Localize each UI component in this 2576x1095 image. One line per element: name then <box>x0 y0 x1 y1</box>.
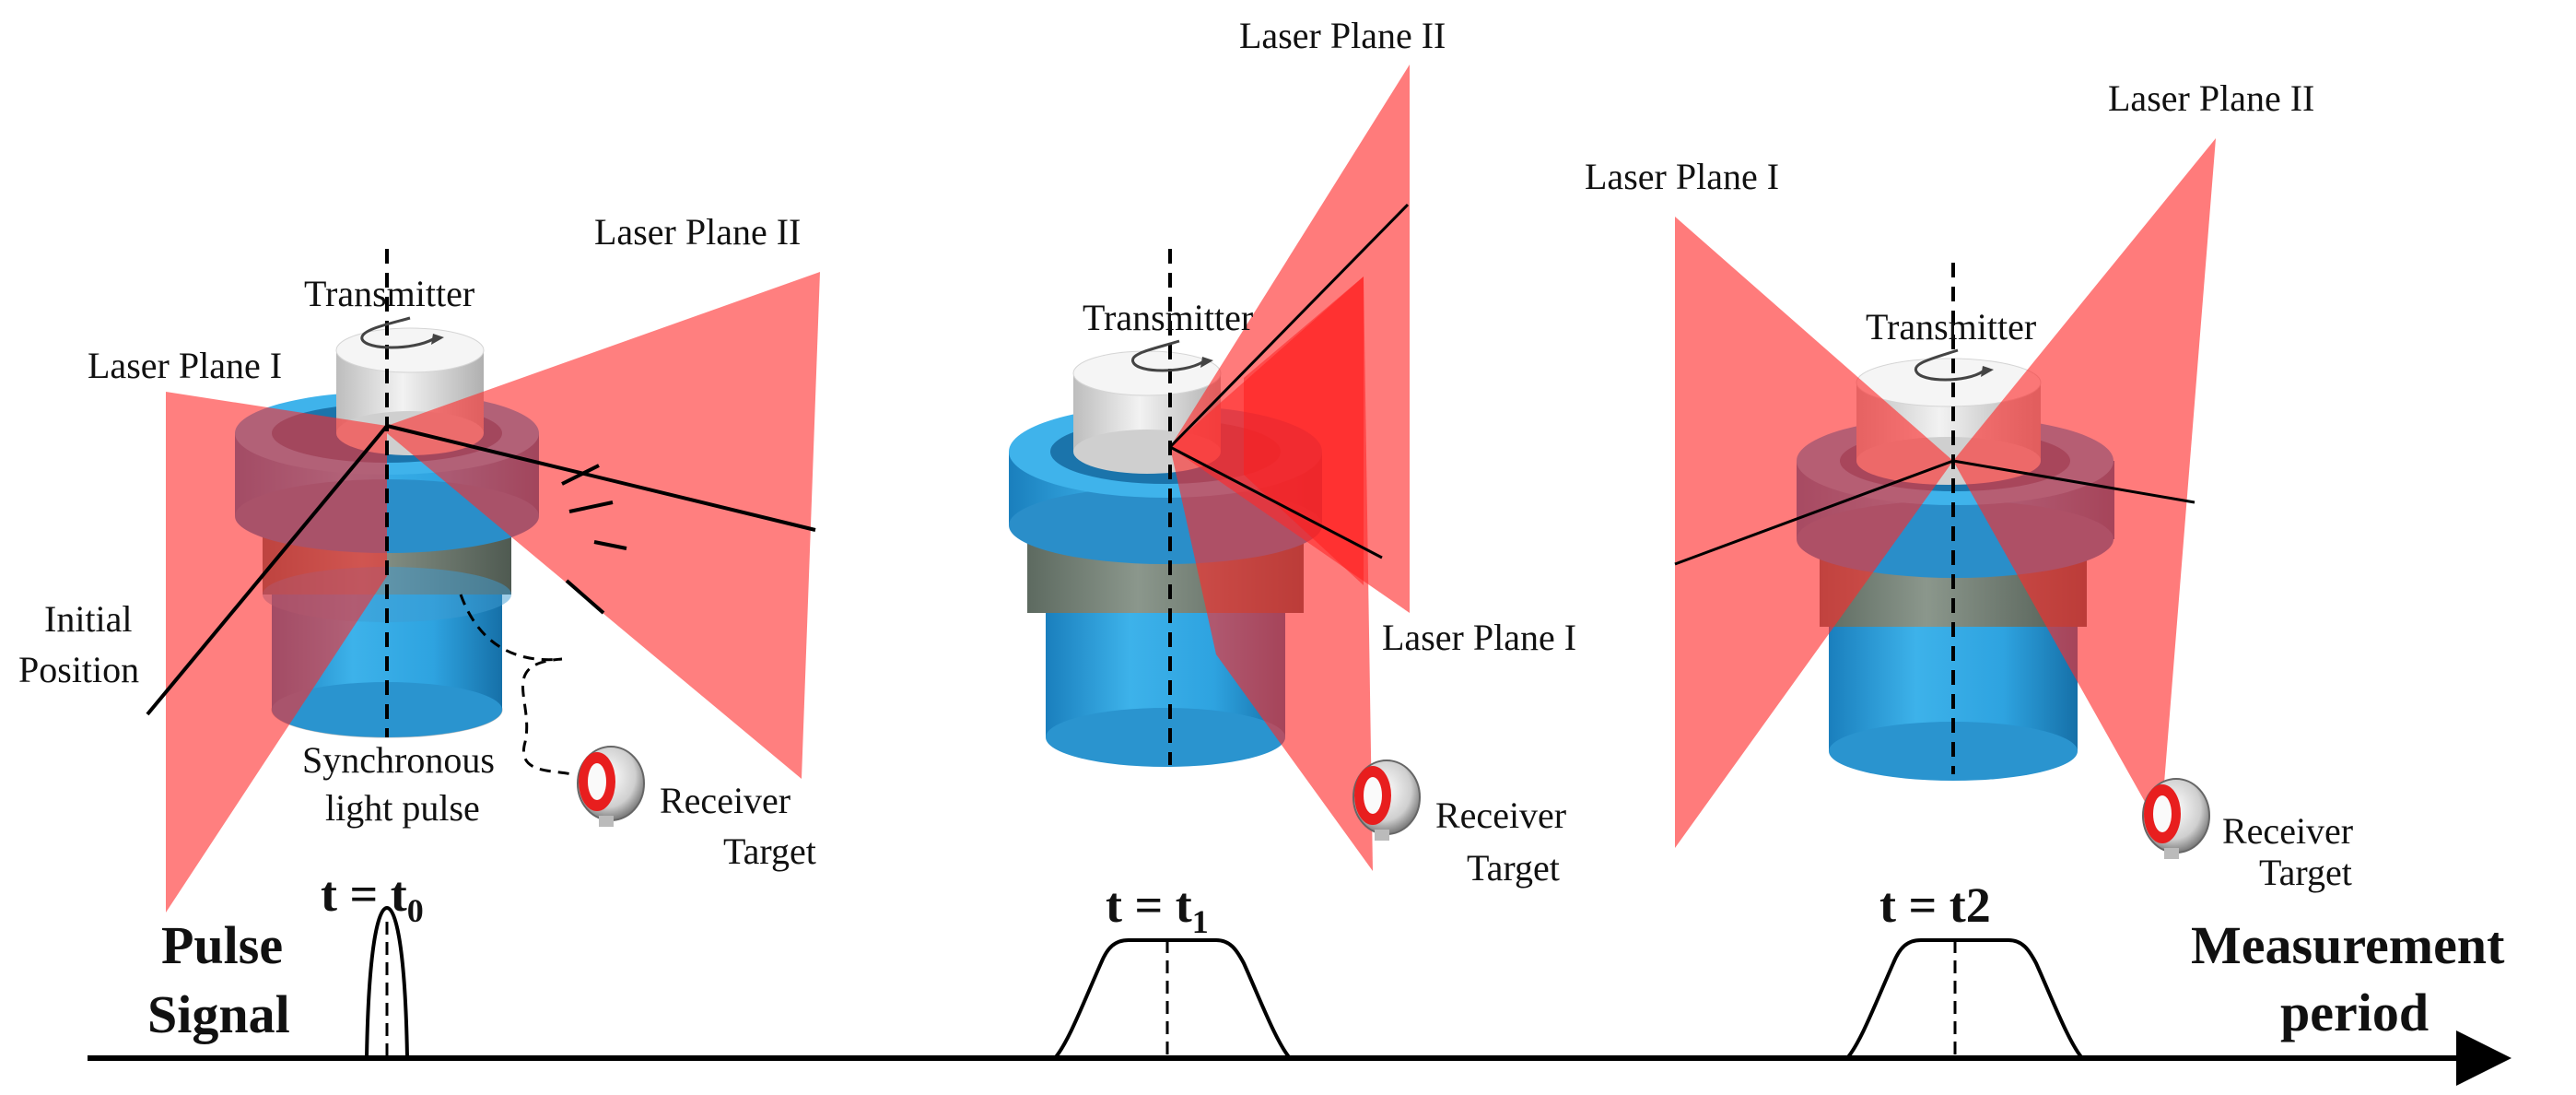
laser-plane-ii-label: Laser Plane II <box>594 211 801 253</box>
target-label: Target <box>1467 847 1560 889</box>
target-label: Target <box>723 830 816 872</box>
time-label: t = t2 <box>1879 877 1991 933</box>
rotation-arrow-icon <box>1131 339 1213 372</box>
panel-t0: Transmitter Laser Plane I Laser Plane II… <box>18 211 820 929</box>
laser-plane-ii-left <box>387 272 820 779</box>
transmitter-label: Transmitter <box>304 273 474 314</box>
time-axis <box>88 905 2512 1086</box>
panel-t1: Transmitter Laser Plane II Laser Plane I… <box>1009 15 1576 940</box>
period-label: period <box>2280 983 2429 1042</box>
receiver-label: Receiver <box>1435 795 1566 836</box>
laser-plane-i-left <box>166 392 387 912</box>
synchronous-label: Synchronous <box>302 739 495 781</box>
receiver-target-icon <box>1352 759 1421 841</box>
laser-plane-i-label: Laser Plane I <box>1585 156 1779 197</box>
receiver-label: Receiver <box>660 780 790 821</box>
laser-plane-ii-label: Laser Plane II <box>2108 77 2314 119</box>
pulse-label: Pulse <box>161 915 283 975</box>
target-label: Target <box>2259 852 2352 893</box>
laser-plane-ii-label: Laser Plane II <box>1239 15 1446 56</box>
initial-label: Initial <box>44 598 133 640</box>
time-label: t = t0 <box>321 866 424 929</box>
receiver-target-icon <box>577 746 645 827</box>
time-label: t = t1 <box>1106 877 1209 940</box>
light-pulse-label: light pulse <box>325 787 480 829</box>
panel-t2: Transmitter Laser Plane I Laser Plane II… <box>1585 77 2353 933</box>
signal-label: Signal <box>147 984 290 1044</box>
flash-icon <box>561 464 627 615</box>
receiver-target-icon <box>2142 778 2210 859</box>
laser-pulse-2 <box>1845 938 2084 1060</box>
rotation-arrow-icon <box>360 316 444 349</box>
laser-plane-i-label: Laser Plane I <box>88 345 282 386</box>
laser-plane-i-right <box>1675 217 1953 848</box>
transmitter-label: Transmitter <box>1083 297 1253 338</box>
laser-plane-i-label: Laser Plane I <box>1382 617 1576 658</box>
rotation-arrow-icon <box>1914 348 1994 382</box>
sync-pulse <box>365 905 409 1059</box>
laser-pulse-1 <box>1053 938 1292 1060</box>
receiver-label: Receiver <box>2222 810 2353 852</box>
measurement-label: Measurement <box>2191 915 2505 975</box>
transmitter-label: Transmitter <box>1866 306 2036 347</box>
position-label: Position <box>18 649 139 690</box>
